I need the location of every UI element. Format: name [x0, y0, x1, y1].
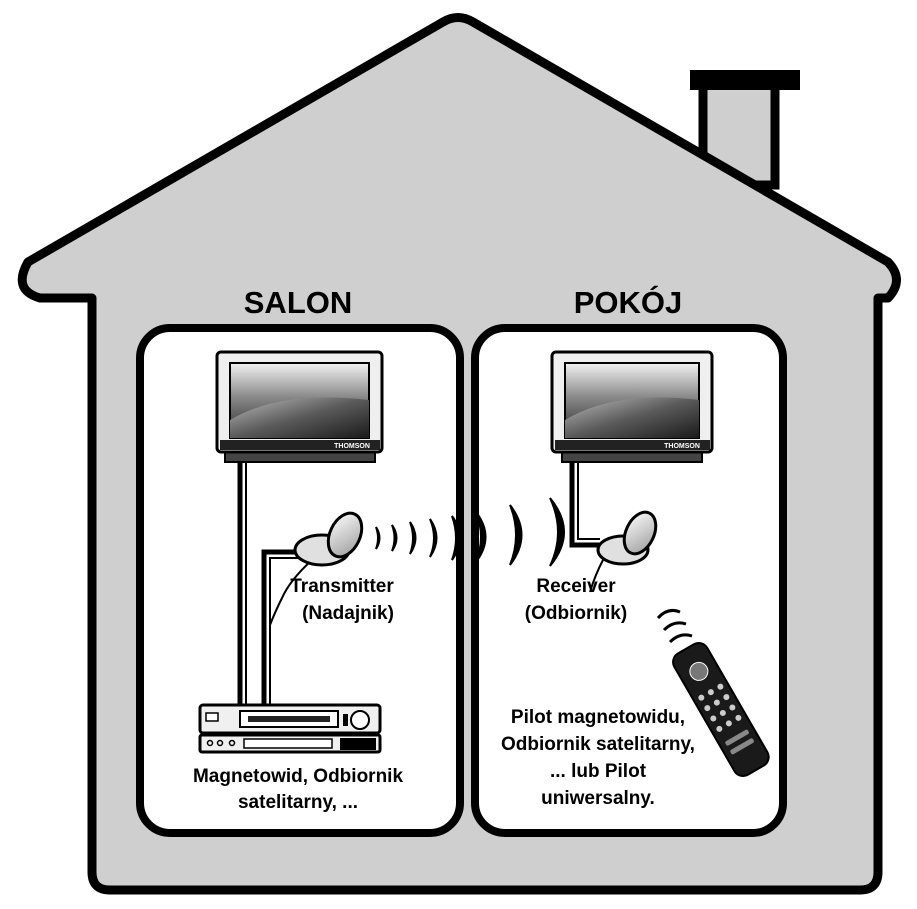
- remote-control: [672, 642, 770, 777]
- receiver-label-line2: (Odbiornik): [525, 603, 627, 624]
- devices-label-line2: satelitarny, ...: [238, 792, 358, 813]
- tv-pokoj: THOMSON: [550, 350, 714, 463]
- room-title-salon: SALON: [244, 285, 353, 320]
- tv-brand-pokoj: THOMSON: [664, 443, 700, 450]
- remote-label-line3: ... lub Pilot: [550, 761, 647, 782]
- tv-salon: THOMSON: [215, 350, 384, 463]
- transmitter-device: [293, 511, 364, 567]
- cables-salon: [237, 462, 313, 705]
- receiver-device: [596, 510, 658, 566]
- transmitter-label-line2: (Nadajnik): [302, 603, 394, 624]
- signal-waves: [375, 497, 565, 567]
- remote-signal: [656, 609, 693, 644]
- receiver-label-line1: Receiver: [536, 576, 616, 597]
- devices-label-line1: Magnetowid, Odbiornik: [193, 766, 403, 787]
- transmitter-label-line1: Transmitter: [290, 576, 394, 597]
- tv-brand-salon: THOMSON: [334, 443, 370, 450]
- remote-label-line4: uniwersalny.: [541, 788, 655, 809]
- room-title-pokoj: POKÓJ: [574, 284, 683, 320]
- remote-label-line2: Odbiornik satelitarny,: [501, 734, 695, 755]
- cable-pokoj: [569, 462, 605, 593]
- vcr-stack: [198, 703, 382, 754]
- remote-label-line1: Pilot magnetowidu,: [511, 707, 685, 728]
